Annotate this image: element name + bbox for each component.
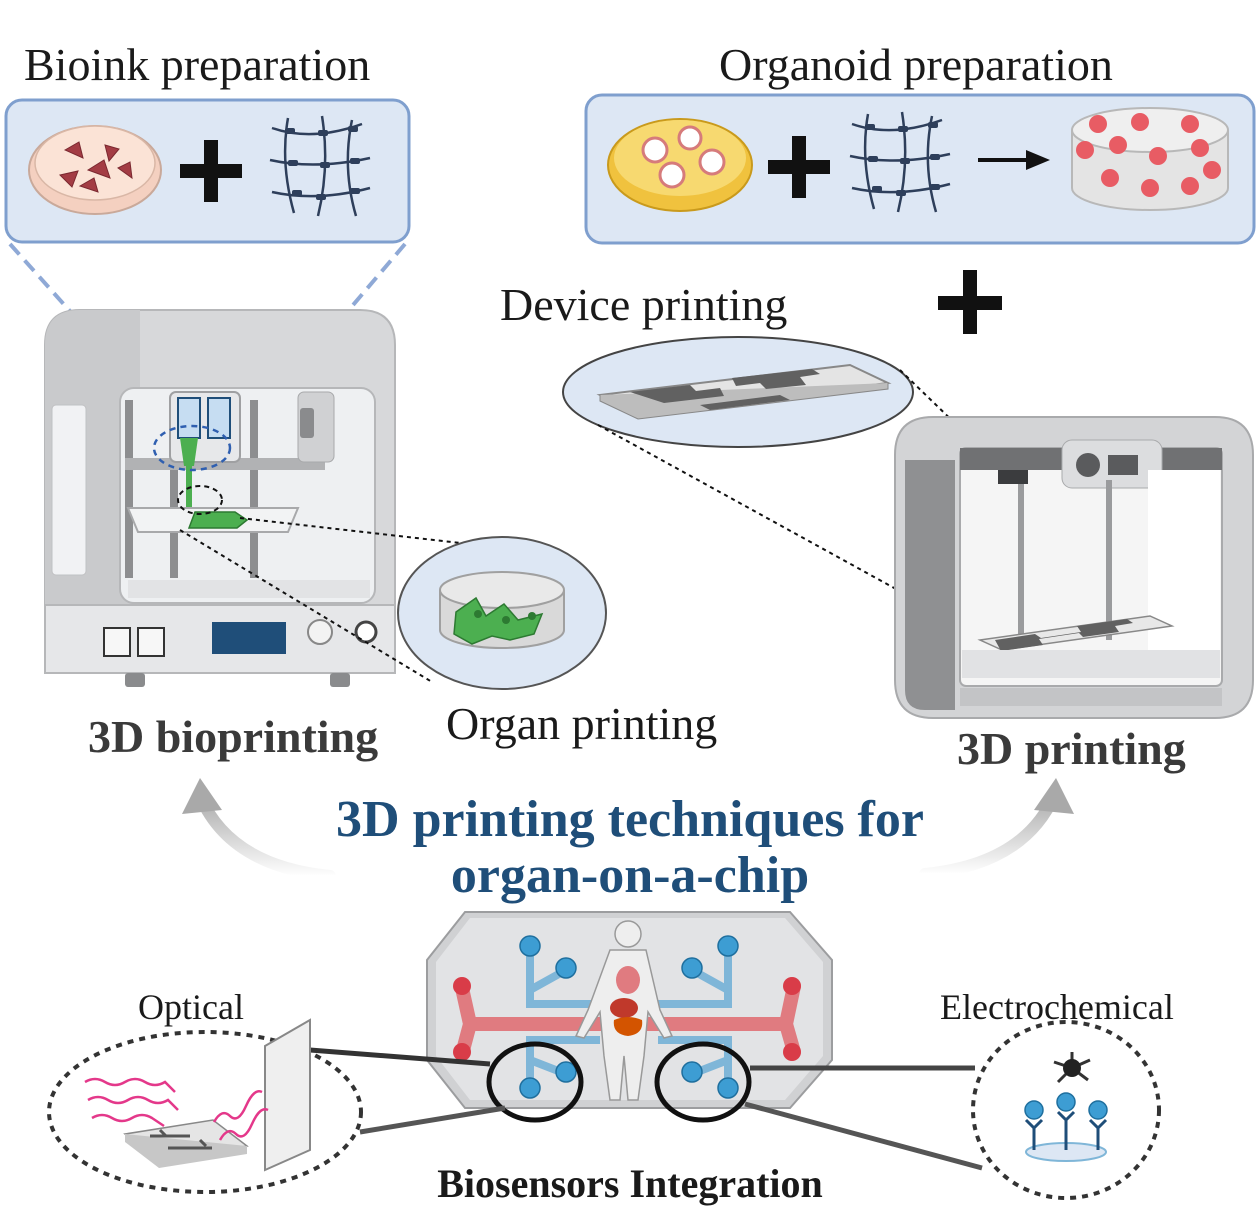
optical-label: Optical [138,987,244,1027]
3d-printer-illustration [894,416,1254,719]
main-title: 3D printing techniques for organ-on-a-ch… [0,792,1260,904]
organ-printing-bubble [397,536,607,690]
organoid-dish-icon [607,118,753,212]
hydrogel-network-icon [849,111,951,213]
main-title-line2: organ-on-a-chip [450,847,810,904]
organ-on-chip-illustration [426,911,833,1109]
electrochemical-sensor-bubble [971,1020,1161,1200]
curved-arrow-right-icon [919,778,1074,880]
plus-icon [768,136,830,198]
organ-printing-label: Organ printing [446,698,718,749]
device-printing-label: Device printing [500,279,788,330]
3d-printing-label: 3D printing [957,723,1186,774]
zoom-lines-organ [179,517,479,683]
plus-icon [180,140,242,202]
electrochemical-label: Electrochemical [940,987,1174,1027]
bioink-preparation-label: Bioink preparation [24,39,371,90]
hydrogel-network-icon [269,115,371,217]
organoid-panel [584,93,1256,245]
connector-lines [309,1047,983,1171]
magnifier-left [486,1041,584,1123]
arrow-right-icon [978,150,1050,170]
petri-dish-icon [28,125,162,215]
main-title-line1: 3D printing techniques for [336,791,924,848]
biosensors-integration-label: Biosensors Integration [437,1161,823,1206]
device-printing-bubble [562,336,914,448]
bioprinter-illustration [44,309,396,687]
3d-bioprinting-label: 3D bioprinting [88,711,379,762]
bioink-panel [4,98,411,244]
curved-arrow-left-icon [182,778,336,882]
magnifier-right [654,1041,752,1123]
organoid-preparation-label: Organoid preparation [719,39,1113,90]
organoid-gel-cylinder-icon [1071,107,1229,211]
optical-sensor-bubble [47,1018,363,1194]
plus-icon-large [938,270,1002,334]
human-body-icon [574,920,674,1101]
